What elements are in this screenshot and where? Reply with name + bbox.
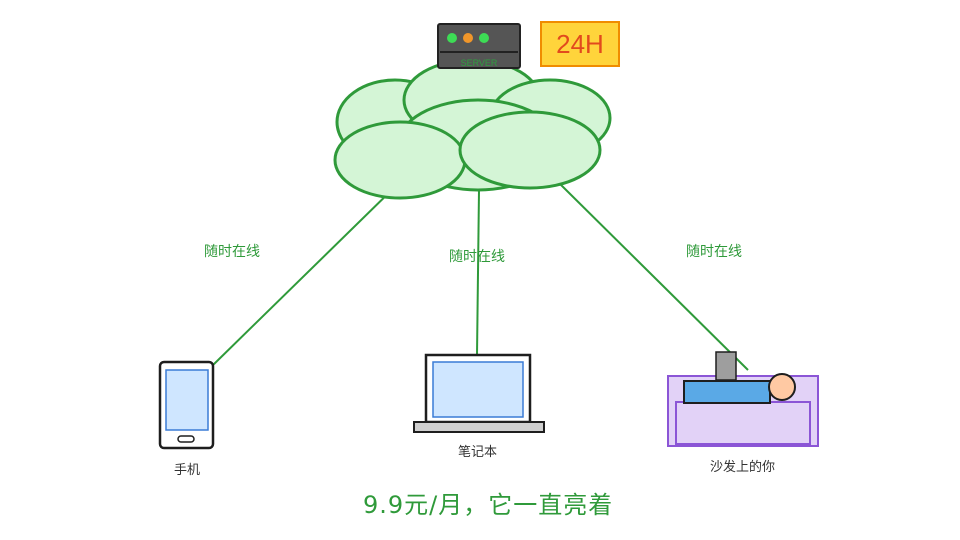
link-line-laptop (476, 189, 480, 356)
headline: 9.9元/月，它一直亮着 (363, 491, 614, 519)
person-icon (683, 351, 796, 404)
server-label: SERVER (460, 58, 498, 68)
server-light-2 (463, 33, 473, 43)
link-line-sofa (555, 179, 749, 371)
link-label-laptop: 随时在线 (449, 249, 505, 265)
link-label-phone: 随时在线 (204, 244, 260, 260)
server-icon (437, 23, 521, 69)
link-line-phone (211, 179, 403, 367)
phone-icon (158, 360, 215, 450)
laptop-icon (413, 353, 545, 433)
badge-box (540, 21, 620, 67)
server-light-1 (447, 33, 457, 43)
device-label-laptop: 笔记本 (458, 445, 498, 460)
device-label-sofa: 沙发上的你 (710, 460, 776, 475)
link-label-sofa: 随时在线 (686, 244, 742, 260)
server-light-3 (479, 33, 489, 43)
cloud-icon (333, 58, 612, 200)
device-label-phone: 手机 (174, 463, 201, 478)
badge-24h: 24H (556, 28, 604, 59)
